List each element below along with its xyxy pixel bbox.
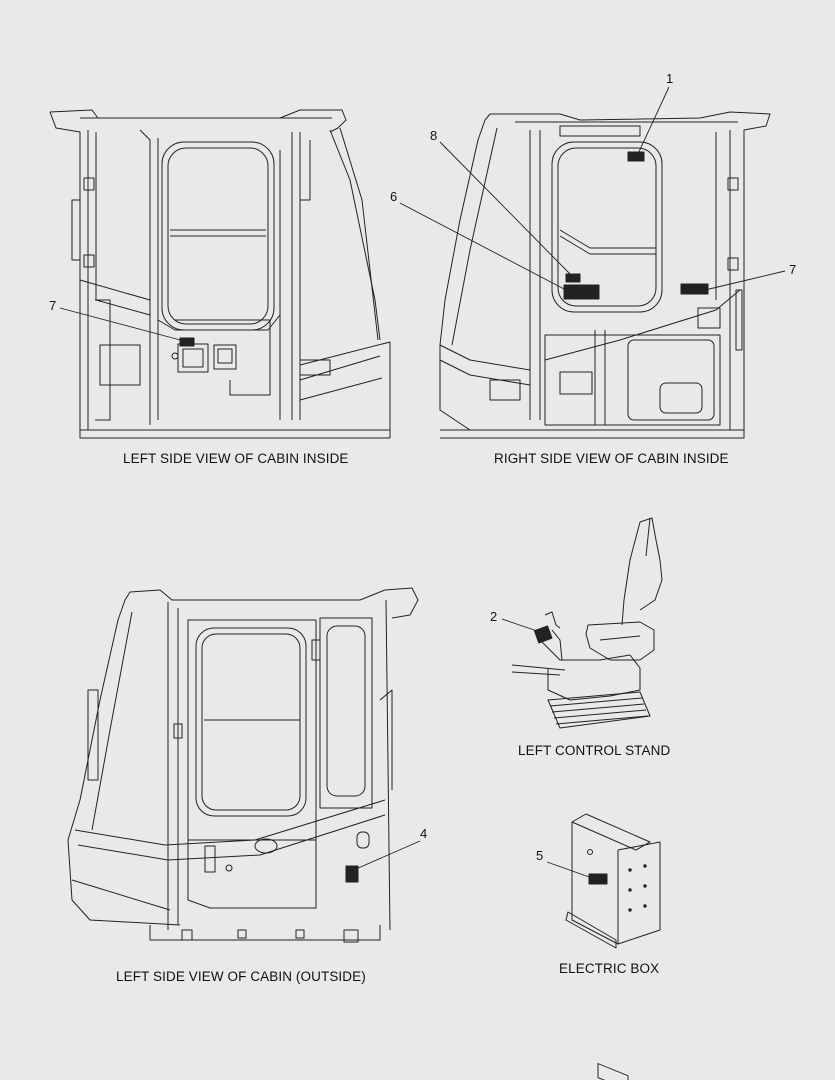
leader-7-right — [704, 270, 786, 291]
callout-6: 6 — [390, 189, 398, 204]
caption-control-stand: LEFT CONTROL STAND — [518, 743, 671, 758]
decal-5 — [588, 873, 608, 885]
decal-4 — [345, 865, 359, 883]
electric-box-drawing — [565, 813, 661, 1080]
right-inside-cabin-drawing — [439, 111, 771, 439]
caption-right-inside: RIGHT SIDE VIEW OF CABIN INSIDE — [494, 451, 729, 466]
leader-1 — [636, 86, 670, 157]
leader-4 — [355, 840, 421, 870]
decal-2 — [533, 625, 553, 644]
callout-7-left: 7 — [49, 298, 57, 313]
decal-7-left — [179, 337, 195, 347]
callout-1: 1 — [666, 71, 674, 86]
leader-2 — [501, 618, 541, 633]
left-inside-cabin-drawing — [49, 109, 391, 439]
callout-7-right: 7 — [789, 262, 797, 277]
callout-5: 5 — [536, 848, 544, 863]
decal-1 — [627, 151, 645, 162]
leader-7-left — [59, 307, 185, 342]
callout-4: 4 — [420, 826, 428, 841]
callout-2: 2 — [490, 609, 498, 624]
callout-8: 8 — [430, 128, 438, 143]
caption-left-outside: LEFT SIDE VIEW OF CABIN (OUTSIDE) — [116, 969, 366, 984]
decal-7-right — [680, 283, 709, 295]
leader-8 — [439, 141, 573, 277]
decal-6 — [563, 284, 600, 300]
caption-electric-box: ELECTRIC BOX — [559, 961, 660, 976]
left-control-stand-drawing — [511, 517, 663, 729]
leader-5 — [546, 861, 593, 879]
left-outside-cabin-drawing — [67, 587, 419, 943]
caption-left-inside: LEFT SIDE VIEW OF CABIN INSIDE — [123, 451, 349, 466]
leader-lines — [59, 86, 786, 879]
decal-8 — [565, 273, 581, 283]
leader-6 — [399, 202, 567, 291]
